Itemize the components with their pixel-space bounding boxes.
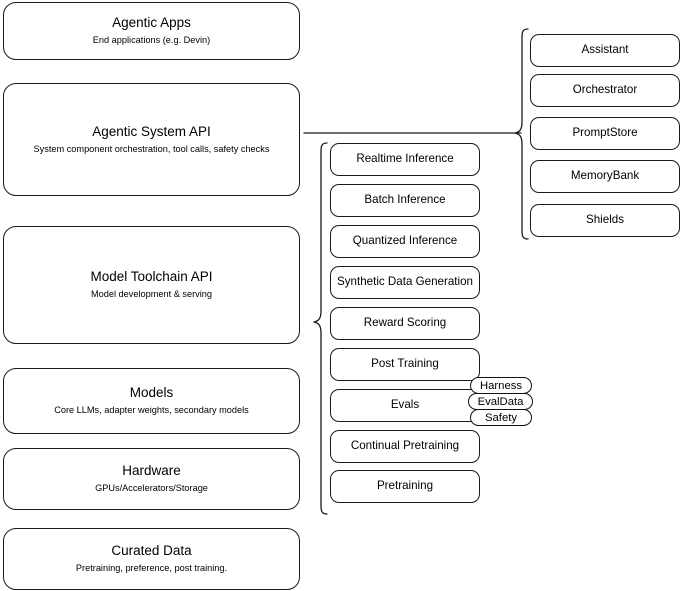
brace-toolchain [313, 142, 328, 515]
layer-subtitle: Pretraining, preference, post training. [75, 563, 228, 574]
system-api-item-label: Assistant [581, 43, 629, 57]
layer-subtitle: Core LLMs, adapter weights, secondary mo… [54, 405, 249, 416]
toolchain-item-label: Batch Inference [364, 193, 446, 207]
layer-title: Models [129, 385, 174, 401]
layer-hardware[interactable]: Hardware GPUs/Accelerators/Storage [3, 448, 300, 510]
system-api-item-promptstore[interactable]: PromptStore [530, 117, 680, 150]
toolchain-item-label: Continual Pretraining [350, 439, 460, 453]
toolchain-item-label: Post Training [371, 357, 439, 371]
toolchain-item-pretraining[interactable]: Pretraining [330, 470, 480, 503]
system-api-item-label: PromptStore [572, 126, 638, 140]
layer-models[interactable]: Models Core LLMs, adapter weights, secon… [3, 368, 300, 434]
layer-subtitle: Model development & serving [90, 289, 213, 300]
toolchain-item-synthetic-data-generation[interactable]: Synthetic Data Generation [330, 266, 480, 299]
layer-subtitle: GPUs/Accelerators/Storage [95, 483, 208, 494]
toolchain-item-continual-pretraining[interactable]: Continual Pretraining [330, 430, 480, 463]
toolchain-item-realtime-inference[interactable]: Realtime Inference [330, 143, 480, 176]
layer-title: Hardware [122, 463, 181, 479]
system-api-item-memorybank[interactable]: MemoryBank [530, 160, 680, 193]
layer-title: Curated Data [111, 543, 192, 559]
layer-curated-data[interactable]: Curated Data Pretraining, preference, po… [3, 528, 300, 590]
system-api-item-shields[interactable]: Shields [530, 204, 680, 237]
toolchain-item-label: Realtime Inference [356, 152, 454, 166]
toolchain-item-batch-inference[interactable]: Batch Inference [330, 184, 480, 217]
layer-agentic-system-api[interactable]: Agentic System API System component orch… [3, 83, 300, 196]
system-api-item-label: Orchestrator [572, 83, 638, 97]
layer-title: Model Toolchain API [90, 269, 213, 285]
eval-badge-label: EvalData [477, 395, 524, 408]
layer-agentic-apps[interactable]: Agentic Apps End applications (e.g. Devi… [3, 2, 300, 60]
eval-badge-label: Safety [484, 411, 518, 424]
layer-model-toolchain-api[interactable]: Model Toolchain API Model development & … [3, 226, 300, 344]
layer-subtitle: System component orchestration, tool cal… [33, 143, 270, 154]
layer-title: Agentic System API [92, 123, 211, 139]
system-api-item-label: MemoryBank [570, 169, 640, 183]
toolchain-item-label: Pretraining [376, 479, 434, 493]
layer-subtitle: End applications (e.g. Devin) [92, 35, 211, 46]
toolchain-item-label: Reward Scoring [363, 316, 447, 330]
system-api-item-orchestrator[interactable]: Orchestrator [530, 74, 680, 107]
system-api-item-assistant[interactable]: Assistant [530, 34, 680, 67]
toolchain-item-quantized-inference[interactable]: Quantized Inference [330, 225, 480, 258]
toolchain-item-evals[interactable]: Evals [330, 389, 480, 422]
toolchain-item-reward-scoring[interactable]: Reward Scoring [330, 307, 480, 340]
brace-system-api [514, 28, 529, 240]
eval-badge-safety[interactable]: Safety [470, 409, 532, 426]
toolchain-item-label: Evals [390, 398, 420, 412]
toolchain-item-post-training[interactable]: Post Training [330, 348, 480, 381]
eval-badge-harness[interactable]: Harness [470, 377, 532, 394]
system-api-item-label: Shields [585, 213, 625, 227]
toolchain-item-label: Synthetic Data Generation [337, 275, 473, 289]
layer-title: Agentic Apps [112, 15, 191, 31]
eval-badge-label: Harness [479, 379, 523, 392]
toolchain-item-label: Quantized Inference [352, 234, 458, 248]
eval-badge-evaldata[interactable]: EvalData [468, 393, 533, 410]
